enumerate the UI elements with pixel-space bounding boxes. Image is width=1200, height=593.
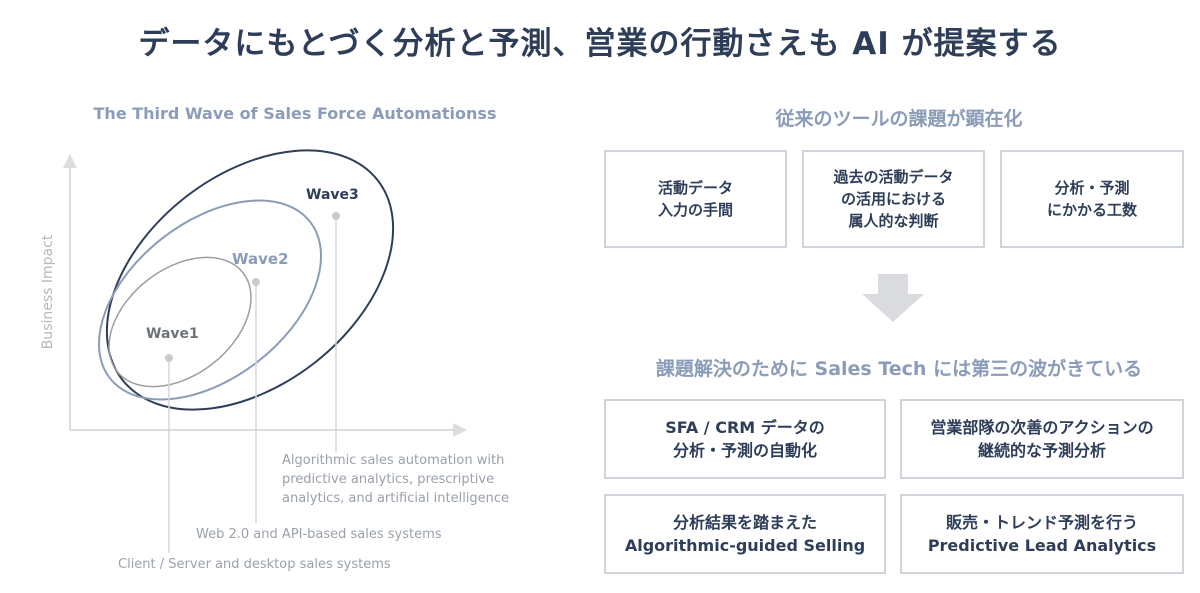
wave1-dot bbox=[165, 354, 173, 362]
wave2-dot bbox=[252, 278, 260, 286]
wave3-note-line-1: Algorithmic sales automation with bbox=[282, 453, 504, 468]
diagram-title: The Third Wave of Sales Force Automation… bbox=[93, 104, 497, 123]
solution-box-3: 分析結果を踏まえた Algorithmic-guided Selling bbox=[604, 494, 886, 574]
page-title: データにもとづく分析と予測、営業の行動さえも AI が提案する bbox=[138, 26, 1062, 62]
wave3-ellipse bbox=[105, 149, 395, 411]
problem-box-2: 過去の活動データ の活用における 属人的な判断 bbox=[802, 150, 985, 248]
wave1-label: Wave1 bbox=[146, 326, 199, 342]
wave1-note: Client / Server and desktop sales system… bbox=[118, 557, 391, 572]
wave3-note-line-2: predictive analytics, prescriptive bbox=[282, 472, 494, 487]
wave2-ellipse bbox=[97, 199, 323, 401]
wave3-note-line-3: analytics, and artificial intelligence bbox=[282, 491, 509, 506]
problem-box-3: 分析・予測 にかかる工数 bbox=[1000, 150, 1184, 248]
solution-box-4: 販売・トレンド予測を行う Predictive Lead Analytics bbox=[900, 494, 1184, 574]
down-arrow-icon bbox=[862, 274, 924, 322]
problems-heading: 従来のツールの課題が顕在化 bbox=[775, 108, 1023, 130]
y-axis-label: Business Impact bbox=[40, 234, 56, 349]
y-axis-arrowhead bbox=[63, 154, 77, 168]
wave1-ellipse bbox=[108, 256, 252, 388]
solution-box-1: SFA / CRM データの 分析・予測の自動化 bbox=[604, 399, 886, 479]
problem-box-1: 活動データ 入力の手間 bbox=[604, 150, 787, 248]
wave3-dot bbox=[332, 212, 340, 220]
wave3-label: Wave3 bbox=[306, 187, 359, 203]
wave2-label: Wave2 bbox=[232, 250, 289, 268]
wave2-note: Web 2.0 and API-based sales systems bbox=[196, 527, 442, 542]
solutions-heading: 課題解決のために Sales Tech には第三の波がきている bbox=[655, 358, 1143, 380]
x-axis-arrowhead bbox=[453, 423, 467, 437]
wave-diagram: Business Impact Wave3 Wave2 Wave1 Algori… bbox=[40, 149, 509, 572]
solution-box-2: 営業部隊の次善のアクションの 継続的な予測分析 bbox=[900, 399, 1184, 479]
